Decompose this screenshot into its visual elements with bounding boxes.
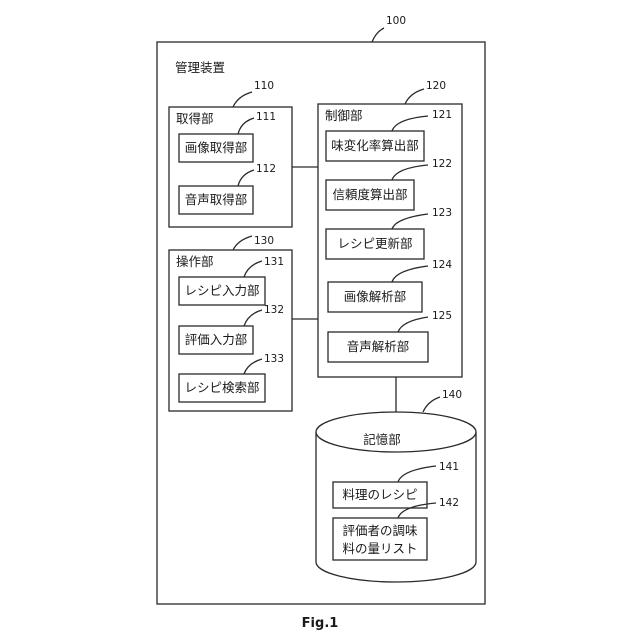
- control-unit-ref: 120: [426, 80, 446, 92]
- image-acquisition-ref: 111: [256, 111, 276, 123]
- recipe-update-ref: 123: [432, 207, 452, 219]
- operation-unit-ref: 130: [254, 235, 274, 247]
- evaluation-input-ref: 132: [264, 304, 284, 316]
- audio-analysis-ref: 125: [432, 310, 452, 322]
- control-unit-label: 制御部: [325, 108, 363, 123]
- acquisition-unit-ref: 110: [254, 80, 274, 92]
- recipe-input-label: レシピ入力部: [184, 283, 259, 298]
- evaluation-input-label: 評価入力部: [185, 332, 248, 347]
- seasoning-list-ref: 142: [439, 497, 459, 509]
- recipe-data-ref: 141: [439, 461, 459, 473]
- seasoning-list-label-line2: 料の量リスト: [342, 541, 417, 556]
- taste-change-rate-label: 味変化率算出部: [331, 138, 419, 153]
- audio-acquisition-label: 音声取得部: [185, 192, 248, 207]
- recipe-data-label: 料理のレシピ: [342, 487, 417, 502]
- storage-unit-ref: 140: [442, 389, 462, 401]
- figure-caption: Fig.1: [302, 616, 339, 631]
- recipe-update-label: レシピ更新部: [337, 236, 412, 251]
- recipe-search-ref: 133: [264, 353, 284, 365]
- device-ref-leader: [372, 28, 384, 42]
- recipe-input-ref: 131: [264, 256, 284, 268]
- taste-change-rate-ref: 121: [432, 109, 452, 121]
- device-label: 管理装置: [175, 60, 225, 75]
- image-analysis-label: 画像解析部: [344, 289, 407, 304]
- device-ref: 100: [386, 15, 406, 27]
- audio-acquisition-ref: 112: [256, 163, 276, 175]
- seasoning-list-label-line1: 評価者の調味: [342, 523, 418, 538]
- audio-analysis-label: 音声解析部: [347, 339, 410, 354]
- acquisition-unit-label: 取得部: [176, 111, 214, 126]
- image-analysis-ref: 124: [432, 259, 452, 271]
- storage-unit-label: 記憶部: [363, 432, 401, 447]
- reliability-label: 信頼度算出部: [332, 187, 407, 202]
- recipe-search-label: レシピ検索部: [184, 380, 259, 395]
- operation-unit-label: 操作部: [176, 254, 214, 269]
- image-acquisition-label: 画像取得部: [185, 140, 248, 155]
- reliability-ref: 122: [432, 158, 452, 170]
